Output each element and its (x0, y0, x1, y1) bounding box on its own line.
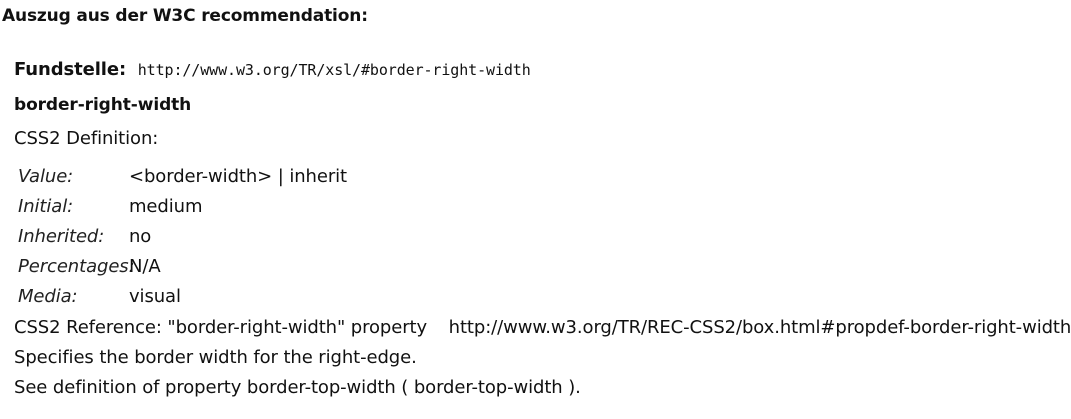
definition-row-initial: Initial: medium (18, 192, 347, 222)
definition-row-percentages: Percentages: N/A (18, 252, 347, 282)
definition-value: N/A (129, 256, 161, 277)
definition-table: Value: <border-width> | inherit Initial:… (18, 162, 347, 312)
reference-url: http://www.w3.org/TR/REC-CSS2/box.html#p… (448, 317, 1071, 338)
definition-label: Value: (18, 166, 74, 187)
source-reference: Fundstelle: http://www.w3.org/TR/xsl/#bo… (14, 58, 531, 82)
definition-row-value: Value: <border-width> | inherit (18, 162, 347, 192)
definition-label: Initial: (18, 196, 74, 217)
css2-definition-title: CSS2 Definition: (14, 128, 159, 149)
definition-label: Media: (18, 286, 78, 307)
definition-row-inherited: Inherited: no (18, 222, 347, 252)
definition-value: visual (129, 286, 181, 307)
definition-label: Percentages: (18, 256, 135, 277)
source-url: http://www.w3.org/TR/xsl/#border-right-w… (137, 61, 531, 79)
definition-label: Inherited: (18, 226, 105, 247)
definition-value: medium (129, 196, 203, 217)
definition-row-media: Media: visual (18, 282, 347, 312)
definition-value: no (129, 226, 152, 247)
description-text: Specifies the border width for the right… (14, 347, 417, 368)
recommendation-excerpt: Fundstelle: http://www.w3.org/TR/xsl/#bo… (14, 0, 1071, 419)
document-heading: Auszug aus der W3C recommendation: (2, 6, 368, 26)
see-definition-text: See definition of property border-top-wi… (14, 377, 581, 398)
reference-text: CSS2 Reference: "border-right-width" pro… (14, 317, 428, 338)
definition-value: <border-width> | inherit (129, 166, 348, 187)
source-label: Fundstelle: (14, 59, 127, 80)
css2-reference: CSS2 Reference: "border-right-width" pro… (14, 316, 1071, 340)
property-title: border-right-width (14, 95, 192, 115)
